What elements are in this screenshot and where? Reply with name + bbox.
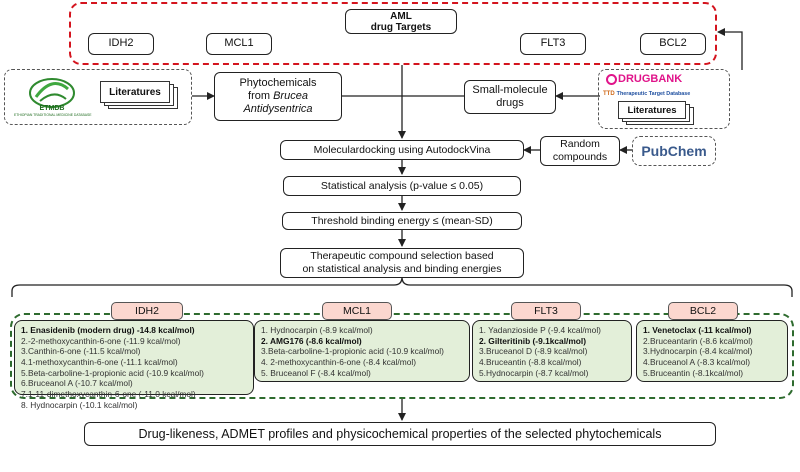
results-panel-idh2: 1. Enasidenib (modern drug) -14.8 kcal/m…	[14, 320, 254, 410]
result-item: 1. Yadanzioside P (-9.4 kcal/mol)	[479, 325, 601, 335]
etmdb-logo-subtext: ETHIOPIAN TRADITIONAL MEDICINE DATABASE	[14, 113, 92, 117]
right-literatures-label: Literatures	[618, 101, 686, 119]
small-molecule-line1: Small-molecule	[472, 83, 548, 96]
random-compounds-box: Random compounds	[540, 136, 620, 166]
left-literatures-label: Literatures	[100, 81, 170, 103]
result-item: 1. Hydnocarpin (-8.9 kcal/mol)	[261, 325, 373, 335]
phyto-from: from	[248, 89, 274, 102]
results-header-mcl1: MCL1	[322, 302, 392, 320]
result-item: 4.1-methoxycanthin-6-one (-11.1 kcal/mol…	[21, 357, 178, 368]
target-flt3: FLT3	[520, 33, 586, 55]
result-item: 4.Bruceantin (-8.8 kcal/mol)	[479, 357, 582, 368]
drugbank-text: DRUGBANK	[618, 73, 683, 85]
phyto-line2: from Brucea	[248, 90, 308, 103]
random-line2: compounds	[552, 151, 608, 163]
result-item: 1. Venetoclax (-11 kcal/mol)	[643, 325, 752, 335]
result-item: 2. Gilteritinib (-9.1kcal/mol)	[479, 335, 587, 346]
small-molecule-line2: drugs	[496, 97, 524, 109]
results-panel-flt3: 1. Yadanzioside P (-9.4 kcal/mol) 2. Gil…	[472, 320, 632, 382]
result-item: 2.Bruceantarin (-8.6 kcal/mol)	[643, 335, 753, 346]
etmdb-leaf-icon	[29, 78, 75, 108]
target-bcl2: BCL2	[640, 33, 706, 55]
small-molecule-box: Small-molecule drugs	[464, 80, 556, 114]
result-item: 6.Bruceanol A (-10.7 kcal/mol)	[21, 378, 133, 389]
phyto-genus: Brucea	[273, 89, 308, 102]
result-item: 3.Bruceanol D (-8.9 kcal/mol)	[479, 346, 588, 357]
result-item: 3.Beta-carboline-1-propionic acid (-10.9…	[261, 346, 444, 357]
results-header-flt3: FLT3	[511, 302, 581, 320]
results-header-bcl2: BCL2	[668, 302, 738, 320]
aml-targets-title: AML drug Targets	[345, 9, 457, 34]
result-item: 5.Hydnocarpin (-8.7 kcal/mol)	[479, 367, 589, 378]
result-item: 2.-2-methoxycanthin-6-one (-11.9 kcal/mo…	[21, 335, 181, 346]
results-header-idh2: IDH2	[111, 302, 183, 320]
final-step: Drug-likeness, ADMET profiles and physic…	[84, 422, 716, 446]
selection-line1: Therapeutic compound selection based	[310, 250, 494, 263]
phytochemicals-box: Phytochemicals from Brucea Antidysentric…	[214, 72, 342, 121]
ttd-text: Therapeutic Target Database	[616, 91, 691, 97]
target-idh2: IDH2	[88, 33, 154, 55]
result-item: 4.Bruceanol A (-8.3 kcal/mol)	[643, 357, 751, 368]
statistical-step: Statistical analysis (p-value ≤ 0.05)	[283, 176, 521, 196]
etmdb-logo-text: ETMDB	[39, 105, 65, 112]
phyto-line1: Phytochemicals	[239, 76, 317, 89]
aml-title-line1: AML	[390, 10, 412, 22]
left-source-group	[4, 69, 192, 125]
ttd-icon: TTD	[603, 91, 615, 97]
results-brace	[11, 276, 793, 297]
drugbank-circle-icon	[606, 73, 617, 85]
result-item: 3.Canthin-6-one (-11.5 kcal/mol)	[21, 346, 141, 357]
result-item: 3.Hydnocarpin (-8.4 kcal/mol)	[643, 346, 753, 357]
result-item: 7.1-11-dimethoxycanthin-6-one (-11.0 kca…	[21, 389, 196, 400]
right-source-group	[598, 69, 730, 129]
aml-title-line2: drug Targets	[370, 21, 432, 33]
drugbank-logo: DRUGBANK	[606, 72, 728, 86]
result-item: 5. Bruceanol F (-8.4 kcal/mol)	[261, 367, 371, 378]
result-item: 5.Beta-carboline-1-propionic acid (-10.9…	[21, 367, 204, 378]
ttd-logo: TTD Therapeutic Target Database	[603, 89, 729, 99]
results-group	[10, 313, 794, 399]
etmdb-logo: ETMDB ETHIOPIAN TRADITIONAL MEDICINE DAT…	[14, 73, 92, 121]
result-item: 4. 2-methoxycanthin-6-one (-8.4 kcal/mol…	[261, 357, 417, 368]
results-panel-mcl1: 1. Hydnocarpin (-8.9 kcal/mol) 2. AMG176…	[254, 320, 470, 382]
docking-step: Moleculardocking using AutodockVina	[280, 140, 524, 160]
selection-step: Therapeutic compound selection based on …	[280, 248, 524, 278]
pubchem-logo: PubChem	[632, 136, 716, 166]
result-item: 2. AMG176 (-8.6 kcal/mol)	[261, 335, 362, 346]
threshold-step: Threshold binding energy ≤ (mean-SD)	[282, 212, 522, 230]
aml-targets-group	[69, 2, 717, 65]
random-line1: Random	[560, 138, 600, 151]
result-item: 1. Enasidenib (modern drug) -14.8 kcal/m…	[21, 325, 195, 335]
selection-line2: on statistical analysis and binding ener…	[302, 263, 502, 275]
target-mcl1: MCL1	[206, 33, 272, 55]
result-item: 8. Hydnocarpin (-10.1 kcal/mol)	[21, 399, 138, 410]
drugbank-to-targets-arrow	[717, 28, 743, 70]
phyto-line3: Antidysentrica	[243, 103, 313, 116]
result-item: 5.Bruceantin (-8.1kcal/mol)	[643, 367, 744, 378]
results-panel-bcl2: 1. Venetoclax (-11 kcal/mol) 2.Bruceanta…	[636, 320, 788, 382]
